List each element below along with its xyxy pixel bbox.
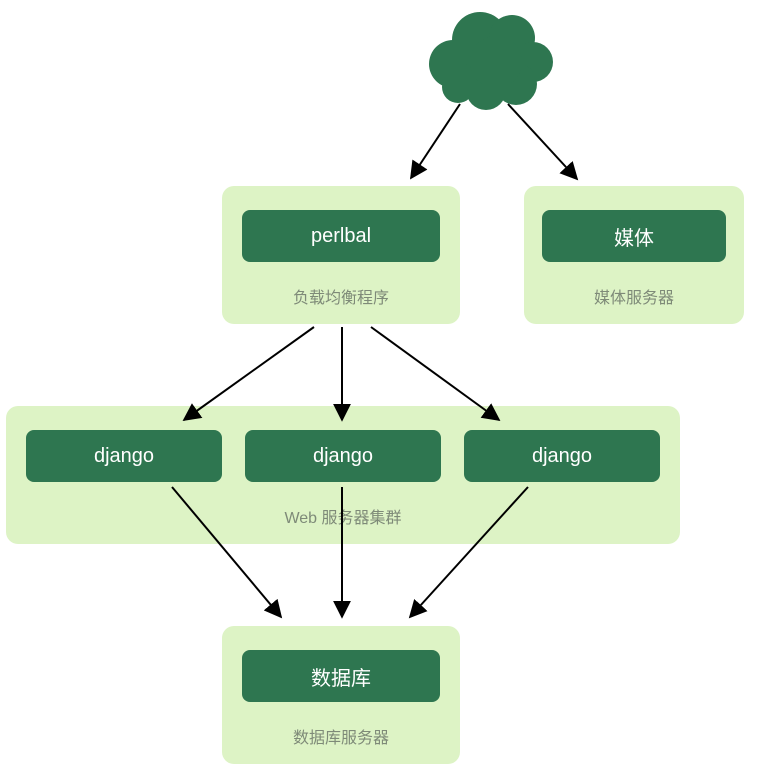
database-caption: 数据库服务器 — [292, 730, 389, 747]
django-node-3: django — [464, 430, 660, 482]
internet-cloud-icon — [429, 12, 553, 110]
media-server-group: 媒体 媒体服务器 — [524, 186, 744, 324]
django-node-2: django — [245, 430, 441, 482]
media-node: 媒体 — [542, 210, 726, 262]
database-node: 数据库 — [242, 650, 440, 702]
database-group: 数据库 数据库服务器 — [222, 626, 460, 764]
web-cluster-group: django django django Web 服务器集群 — [6, 406, 680, 544]
load-balancer-caption: 负载均衡程序 — [292, 290, 389, 307]
django-node-1: django — [26, 430, 222, 482]
perlbal-node: perlbal — [242, 210, 440, 262]
web-cluster-caption: Web 服务器集群 — [284, 510, 402, 527]
media-server-caption: 媒体服务器 — [593, 290, 674, 307]
load-balancer-group: perlbal 负载均衡程序 — [222, 186, 460, 324]
